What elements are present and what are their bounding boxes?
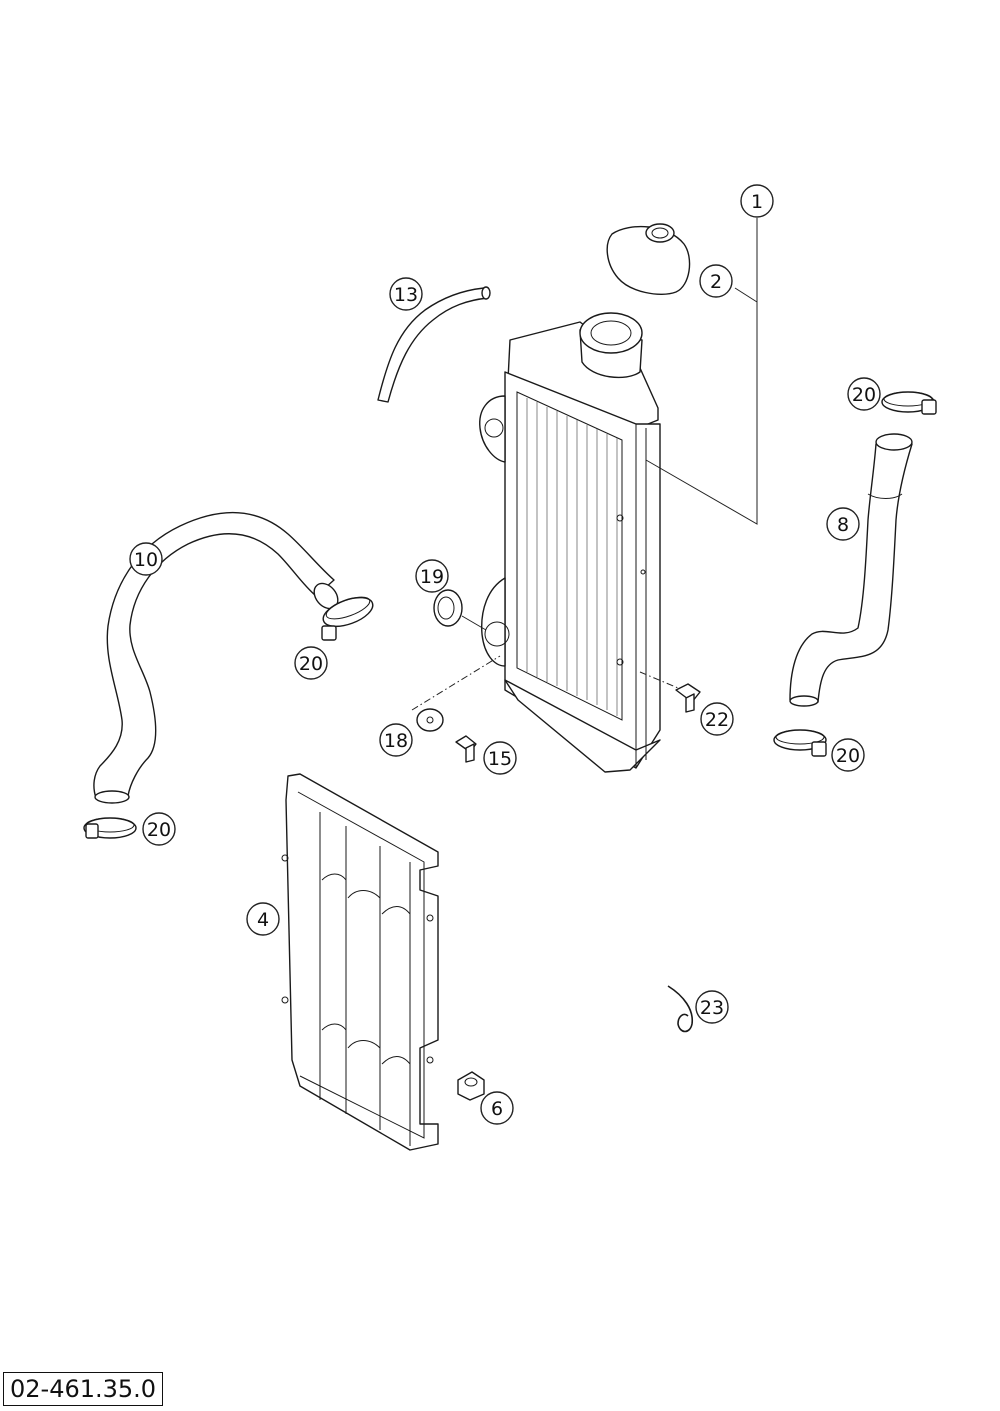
svg-text:20: 20 [852, 384, 876, 406]
screw-icon [455, 735, 477, 763]
svg-text:10: 10 [134, 549, 158, 571]
svg-text:1: 1 [751, 191, 763, 213]
callout-15: 15 [483, 741, 517, 775]
svg-text:15: 15 [488, 748, 512, 770]
svg-text:18: 18 [384, 730, 408, 752]
callout-6: 6 [480, 1091, 514, 1125]
radiator-guard-icon [281, 773, 439, 1151]
hose-clamp-icon [83, 391, 937, 839]
lower-hose-icon [93, 512, 339, 804]
callout-8: 8 [826, 507, 860, 541]
svg-text:13: 13 [394, 284, 418, 306]
radiator-icon [479, 312, 661, 773]
svg-text:23: 23 [700, 997, 724, 1019]
leader-line-2 [734, 287, 758, 303]
upper-hose-icon [789, 433, 913, 707]
svg-text:19: 19 [420, 566, 444, 588]
svg-text:2: 2 [710, 271, 722, 293]
callout-20: 20 [831, 738, 865, 772]
svg-text:8: 8 [837, 514, 849, 536]
callout-18: 18 [379, 723, 413, 757]
callout-2: 2 [699, 264, 733, 298]
callout-20: 20 [294, 646, 328, 680]
callout-4: 4 [246, 902, 280, 936]
overflow-hose-icon [377, 286, 491, 403]
svg-text:4: 4 [257, 909, 269, 931]
svg-text:6: 6 [491, 1098, 503, 1120]
radiator-cap-icon [606, 223, 691, 295]
svg-text:20: 20 [299, 653, 323, 675]
drawing-number: 02-461.35.0 [3, 1372, 164, 1406]
nut-icon [457, 1071, 485, 1101]
clip-icon [667, 985, 693, 1033]
callout-10: 10 [129, 542, 163, 576]
washer-icon [416, 708, 444, 732]
grommet-icon [433, 589, 487, 631]
callout-20: 20 [847, 377, 881, 411]
callout-22: 22 [700, 702, 734, 736]
svg-text:22: 22 [705, 709, 729, 731]
leader-line-18 [411, 655, 501, 711]
svg-text:20: 20 [147, 819, 171, 841]
callout-20: 20 [142, 812, 176, 846]
screw-icon [639, 671, 701, 713]
callout-13: 13 [389, 277, 423, 311]
leader-line-1 [645, 218, 758, 525]
callout-1: 1 [740, 184, 774, 218]
svg-text:20: 20 [836, 745, 860, 767]
callout-23: 23 [695, 990, 729, 1024]
callout-19: 19 [415, 559, 449, 593]
